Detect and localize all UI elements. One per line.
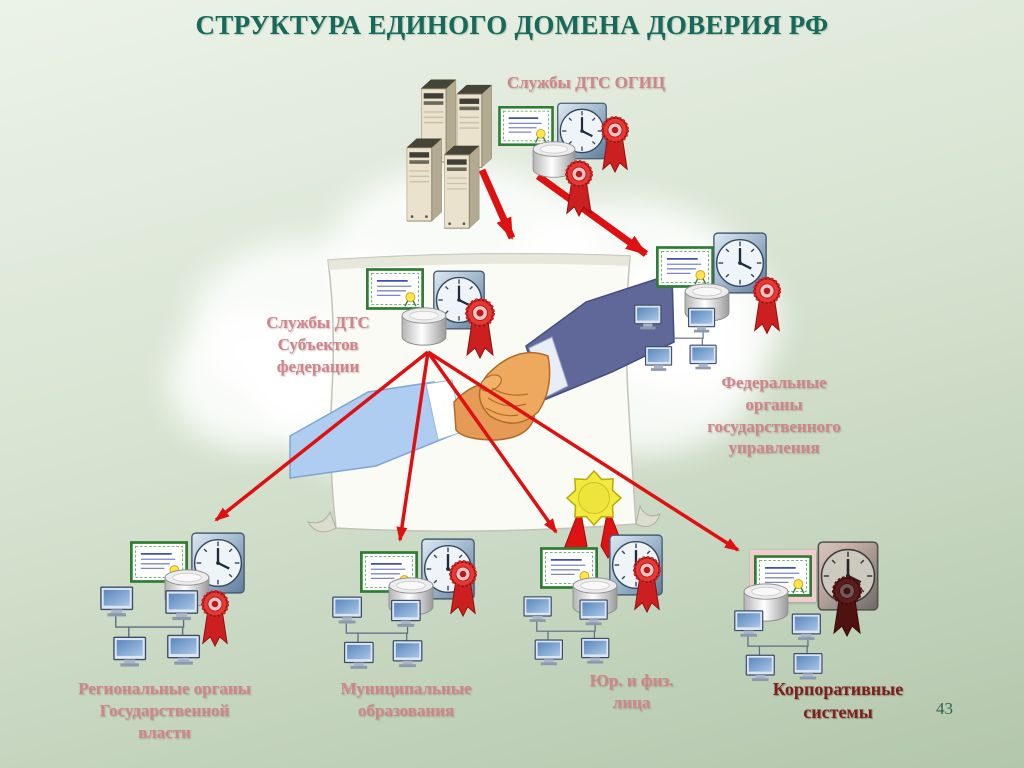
page-number: 43 [936, 699, 953, 718]
computer-network-icon [522, 596, 614, 668]
award-ribbon-icon [750, 276, 784, 336]
award-ribbon-icon [630, 556, 664, 614]
label-subjects: Службы ДТС Субъектов федерации [266, 313, 370, 376]
slide-title: СТРУКТУРА ЕДИНОГО ДОМЕНА ДОВЕРИЯ РФ [195, 10, 829, 40]
label-legal: Юр. и физ. лица [589, 671, 674, 712]
award-ribbon-icon [562, 160, 596, 218]
certificate-icon [366, 268, 424, 310]
award-ribbon-icon [598, 116, 632, 174]
award-ribbon-icon [446, 560, 480, 618]
computer-network-icon [634, 304, 720, 374]
label-regional: Региональные органы Государственной влас… [78, 679, 251, 742]
database-cylinder-icon [398, 306, 450, 348]
computer-network-icon [332, 596, 426, 672]
label-ogic: Службы ДТС ОГИЦ [506, 73, 666, 92]
label-federal: Федеральные органы государственного упра… [707, 373, 841, 458]
computer-network-icon [728, 610, 832, 684]
label-municipal: Муниципальные образования [340, 679, 472, 720]
award-ribbon-icon [462, 298, 498, 360]
award-ribbon-icon [828, 576, 866, 638]
computer-network-icon [100, 586, 204, 670]
server-towers-icon [405, 78, 505, 230]
label-corporate: Корпоративные системы [772, 679, 904, 723]
